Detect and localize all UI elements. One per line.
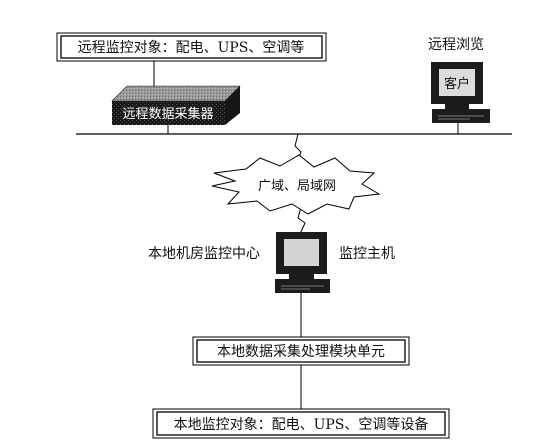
lightning-link-lower [297,206,306,235]
local-processing-text: 本地数据采集处理模块单元 [217,343,385,360]
local-target-box: 本地监控对象：配电、UPS、空调等设备 [152,408,450,439]
local-target-text: 本地监控对象：配电、UPS、空调等设备 [174,416,429,433]
client-computer-icon: 客户 [431,62,490,123]
remote-collector-label: 远程数据采集器 [122,106,213,122]
remote-collector-device: 远程数据采集器 [111,85,241,125]
remote-browse-label: 远程浏览 [428,37,484,53]
local-center-label: 本地机房监控中心 [148,246,260,262]
network-cloud: 广域、局域网 [211,154,381,215]
remote-target-box: 远程监控对象：配电、UPS、空调等 [56,32,327,62]
client-screen-text: 客户 [444,76,470,92]
local-processing-box: 本地数据采集处理模块单元 [192,336,410,366]
host-label: 监控主机 [339,246,395,262]
remote-target-text: 远程监控对象：配电、UPS、空调等 [78,39,305,56]
monitoring-host-icon [275,232,330,293]
network-cloud-label: 广域、局域网 [258,179,336,194]
